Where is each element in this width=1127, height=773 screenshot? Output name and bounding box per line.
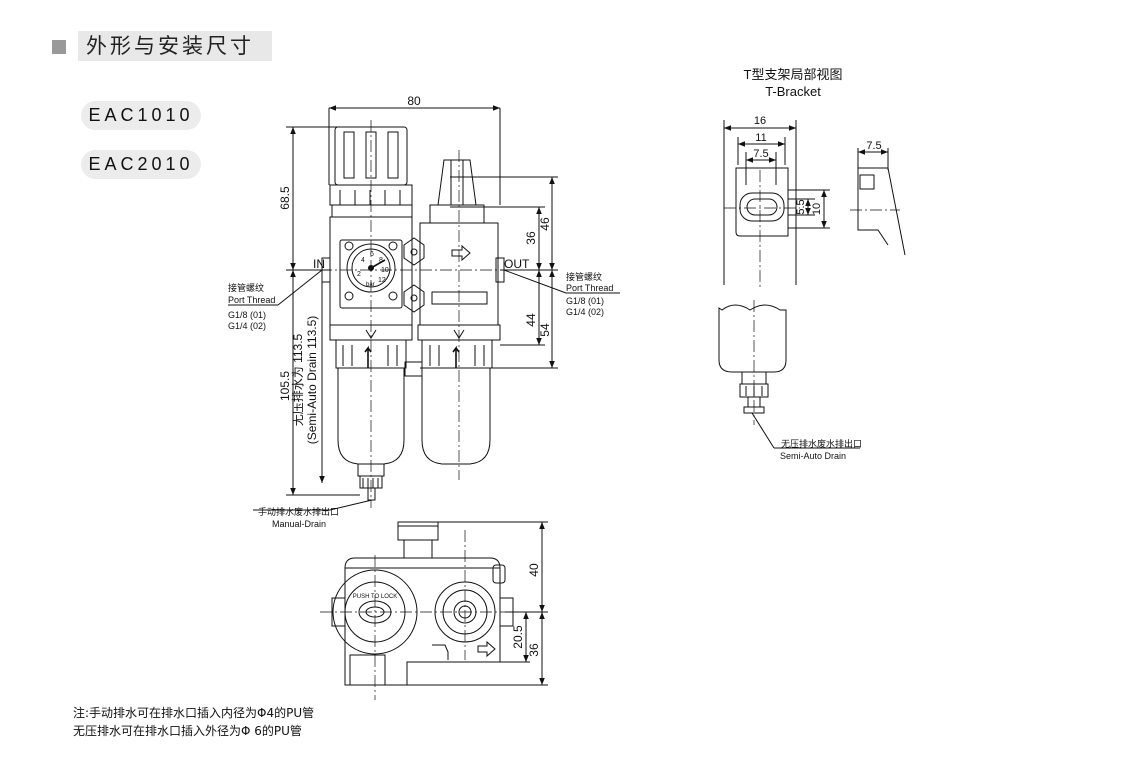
dim-lub-top: 46 [538,217,552,231]
dim-bottom-height: 105.5 [278,371,292,401]
dim-top-height: 68.5 [278,186,292,210]
front-view [228,105,620,511]
dim-reg-bottom: 44 [524,313,538,327]
bracket-dim-16: 16 [754,115,766,127]
thread-g14-left: G1/4 (02) [228,321,266,331]
port-thread-cn-left: 接管螺纹 [228,282,264,293]
dim-plan-mid: 20.5 [511,625,525,649]
semi-drain-label-cn: 无压排水为 113.5 [291,333,305,426]
thread-g14-right: G1/4 (02) [566,307,604,317]
bracket-title-en: T-Bracket [765,84,821,99]
ring-label: PUSH TO LOCK [353,594,397,600]
semi-drain-en: Semi-Auto Drain [780,451,846,461]
gauge-tick-label: 12 [378,277,386,284]
section-title: 外形与安装尺寸 [78,31,272,61]
bracket-dim-5-5: 5.5 [795,199,807,214]
gauge-tick-label: 2 [357,271,361,278]
pressure-gauge-scale: 2 4 6 8 10 12 bar [357,251,389,288]
dim-plan-top: 40 [527,563,541,577]
section-marker [52,40,66,54]
note-line-1: 注:手动排水可在排水口插入内径为Φ4的PU管 [73,706,315,720]
thread-g18-right: G1/8 (01) [566,296,604,306]
semi-drain-cn: 无压排水废水排出口 [781,438,862,449]
manual-drain-en: Manual-Drain [272,519,326,529]
bracket-side-dim-7-5: 7.5 [866,140,881,152]
port-out-label: OUT [504,257,530,271]
note-line-2: 无压排水可在排水口插入外径为Φ 6的PU管 [73,724,302,738]
dim-reg-top: 36 [524,231,538,245]
gauge-tick-label: 10 [381,267,389,274]
t-bracket-view [718,120,906,449]
model-label-eac1010: EAC1010 [81,101,201,130]
gauge-tick-label: 6 [370,251,374,258]
bracket-dim-11: 11 [755,132,766,144]
dim-lub-bottom: 54 [538,323,552,337]
port-in-label: IN [313,257,325,271]
thread-g18-left: G1/8 (01) [228,310,266,320]
dim-plan-bottom: 36 [527,643,541,657]
gauge-tick-label: 8 [379,257,383,264]
model-label-eac2010: EAC2010 [81,150,201,179]
port-thread-cn-right: 接管螺纹 [566,271,602,282]
gauge-unit-label: bar [366,282,375,288]
dim-width: 80 [407,94,421,108]
port-thread-en-left: Port Thread [228,295,275,305]
port-thread-en-right: Port Thread [566,283,613,293]
semi-drain-label-en: (Semi-Auto Drain 113.5) [305,316,319,445]
bracket-dim-7-5: 7.5 [753,148,768,160]
plan-view [320,521,548,700]
manual-drain-cn: 手动排水废水排出口 [258,506,339,517]
bracket-title-cn: T型支架局部视图 [744,67,843,82]
bracket-dim-10: 10 [811,203,823,215]
gauge-tick-label: 4 [361,257,365,264]
